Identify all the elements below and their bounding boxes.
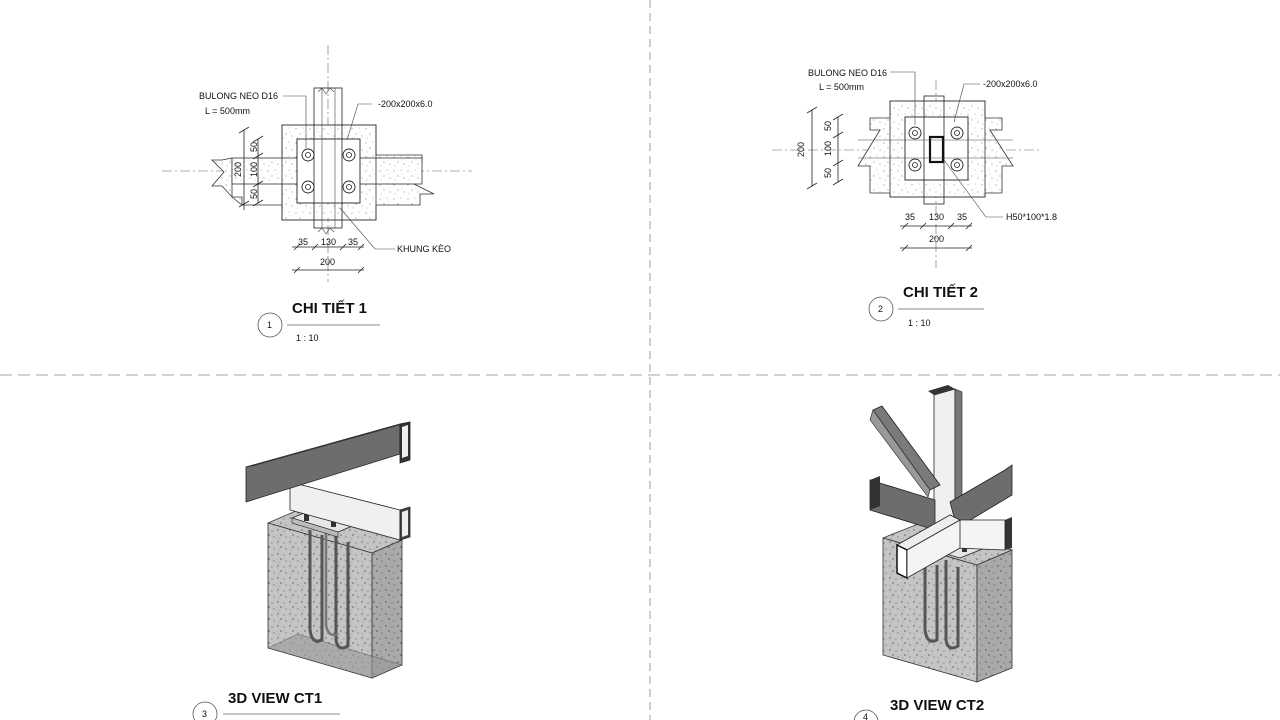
detail-1-dim-v1: 50: [249, 142, 259, 152]
detail-2-plate-label: -200x200x6.0: [983, 79, 1038, 89]
detail-1-number: 1: [267, 320, 272, 330]
detail-2-dim-total: 200: [929, 234, 944, 244]
detail-2-dim-v-total: 200: [796, 142, 806, 157]
detail-2-bolt-length: L = 500mm: [819, 82, 864, 92]
detail-2-section-label: H50*100*1.8: [1006, 212, 1057, 222]
detail-2-dim-v2: 100: [823, 141, 833, 156]
detail-1-frame-label: KHUNG KÈO: [397, 244, 451, 254]
detail-2-bolts: [908, 126, 964, 172]
detail-2-number: 2: [878, 304, 883, 314]
detail-1-plan: [162, 45, 472, 282]
view-4-number: 4: [863, 712, 868, 720]
detail-1-bolts: [301, 148, 356, 194]
detail-1-dim-v-total: 200: [233, 162, 243, 177]
detail-2-dim-c: 35: [957, 212, 967, 222]
detail-1-scale: 1 : 10: [296, 333, 319, 343]
detail-1-dim-total: 200: [320, 257, 335, 267]
detail-1-dim-v2: 100: [249, 162, 259, 177]
view-3-number: 3: [202, 709, 207, 719]
detail-2-labels: BULONG NEO D16 L = 500mm -200x200x6.0 H5…: [796, 68, 1057, 328]
detail-2-dim-a: 35: [905, 212, 915, 222]
detail-2-dim-v3: 50: [823, 168, 833, 178]
view-4-model: [869, 385, 1014, 683]
view-3-labels: 3D VIEW CT1 3: [192, 690, 340, 720]
detail-2-bolt-label: BULONG NEO D16: [808, 68, 887, 78]
detail-1-bolt-label: BULONG NEO D16: [199, 91, 278, 101]
detail-2-dim-b: 130: [929, 212, 944, 222]
detail-1-title: CHI TIẾT 1: [292, 300, 367, 317]
detail-1-bolt-length: L = 500mm: [205, 106, 250, 116]
view-4-labels: 3D VIEW CT2 4: [853, 697, 984, 720]
detail-1-dim-v3: 50: [249, 189, 259, 199]
detail-1-dim-b: 130: [321, 237, 336, 247]
detail-2-scale: 1 : 10: [908, 318, 931, 328]
view-3-title: 3D VIEW CT1: [228, 690, 322, 707]
detail-1-dim-c: 35: [348, 237, 358, 247]
detail-2-plan: [772, 71, 1040, 268]
view-3-model: [245, 421, 411, 679]
detail-1-labels: BULONG NEO D16 L = 500mm -200x200x6.0 KH…: [199, 91, 451, 343]
detail-1-dim-a: 35: [298, 237, 308, 247]
detail-2-title: CHI TIẾT 2: [903, 284, 978, 301]
detail-1-plate-label: -200x200x6.0: [378, 99, 433, 109]
detail-2-dim-v1: 50: [823, 121, 833, 131]
view-4-title: 3D VIEW CT2: [890, 697, 984, 714]
